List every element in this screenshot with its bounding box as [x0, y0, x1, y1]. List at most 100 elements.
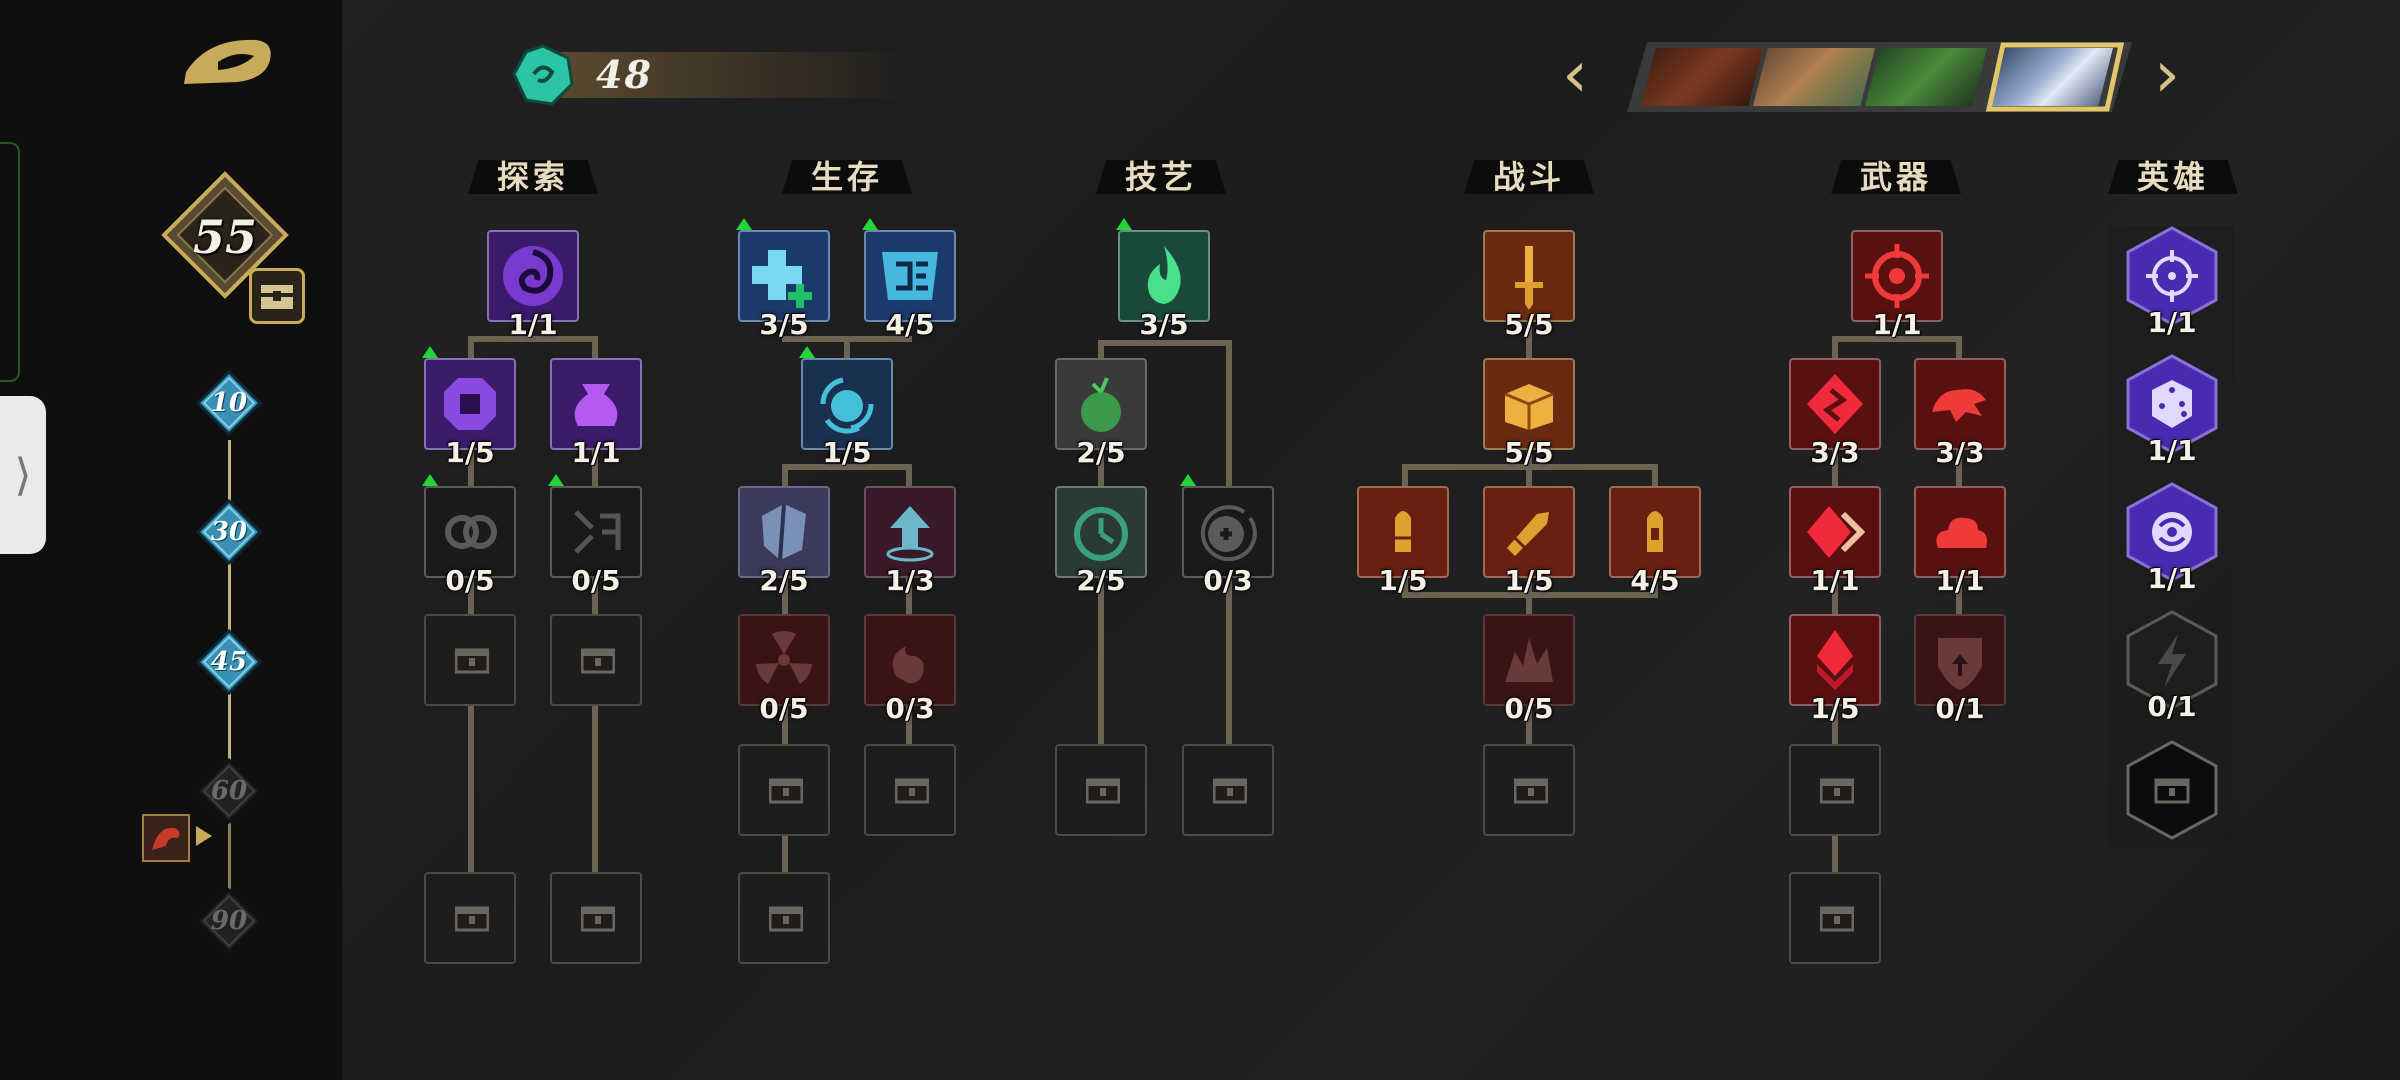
milestone-60[interactable]: 60 — [195, 757, 263, 825]
milestone-10[interactable]: 10 — [195, 369, 263, 437]
talent-explore-locked-4[interactable] — [550, 872, 642, 964]
talent-survive-f[interactable] — [738, 614, 830, 706]
talent-explore-c[interactable] — [422, 474, 516, 578]
talent-weapon-a-count: 3/3 — [1810, 436, 1860, 469]
talent-hero-b-count: 1/1 — [2147, 434, 2197, 467]
next-hero-button[interactable]: › — [2147, 42, 2187, 112]
talent-explore-root[interactable] — [487, 230, 579, 322]
category-craft-header: 技艺 — [1096, 150, 1226, 196]
talent-weapon-e[interactable] — [1789, 614, 1881, 706]
armor-plate-icon — [882, 252, 938, 300]
upgrade-available-icon — [1180, 474, 1196, 486]
locked-chest-icon — [1213, 778, 1247, 804]
talent-hero-d[interactable] — [2126, 610, 2218, 710]
talent-survive-e[interactable] — [864, 486, 956, 578]
talent-craft-b[interactable] — [1055, 486, 1147, 578]
talent-combat-locked-1[interactable] — [1483, 744, 1575, 836]
talent-survive-d-count: 2/5 — [759, 564, 809, 597]
talent-combat-d[interactable] — [1609, 486, 1701, 578]
talent-weapon-d[interactable] — [1914, 486, 2006, 578]
talent-craft-c-count: 0/3 — [1203, 564, 1253, 597]
talent-weapon-c[interactable] — [1789, 486, 1881, 578]
milestone-reward-dragon-icon[interactable] — [142, 814, 190, 862]
locked-chest-icon — [455, 648, 489, 674]
discount-icon — [574, 510, 621, 554]
milestone-label: 10 — [210, 388, 248, 418]
category-title: 生存 — [810, 158, 883, 196]
talent-weapon-b[interactable] — [1914, 358, 2006, 450]
talent-survive-a-count: 3/5 — [759, 308, 809, 341]
talent-explore-a[interactable] — [422, 346, 516, 450]
talent-hero-c[interactable] — [2126, 482, 2218, 582]
talent-survive-c[interactable] — [799, 346, 893, 450]
milestone-label: 45 — [210, 647, 248, 677]
talent-hero-b[interactable] — [2126, 354, 2218, 454]
talent-combat-b[interactable] — [1357, 486, 1449, 578]
milestone-45[interactable]: 45 — [195, 628, 263, 696]
locked-chest-icon — [1086, 778, 1120, 804]
talent-combat-d-count: 4/5 — [1630, 564, 1680, 597]
milestone-30[interactable]: 30 — [195, 498, 263, 566]
talent-explore-d[interactable] — [548, 474, 642, 578]
milestone-90[interactable]: 90 — [195, 887, 263, 955]
talent-weapon-f[interactable] — [1914, 614, 2006, 706]
upgrade-available-icon — [422, 474, 438, 486]
talent-weapon-root[interactable] — [1851, 230, 1943, 322]
cat-hero-portrait[interactable] — [1753, 48, 1875, 106]
talent-hero-d-count: 0/1 — [2147, 690, 2197, 723]
regen-cycle-icon — [820, 377, 874, 434]
explosion-icon — [1505, 638, 1553, 682]
flame-swirl-icon — [892, 646, 924, 684]
back-button[interactable] — [178, 32, 278, 92]
talent-combat-a[interactable] — [1483, 358, 1575, 450]
talent-weapon-locked-2[interactable] — [1789, 872, 1881, 964]
talent-weapon-locked-1[interactable] — [1789, 744, 1881, 836]
talent-survive-locked-3[interactable] — [738, 872, 830, 964]
talent-combat-c[interactable] — [1483, 486, 1575, 578]
category-title: 武器 — [1859, 158, 1932, 196]
currency-amount: 48 — [596, 52, 653, 97]
bear-hero-portrait[interactable] — [1641, 48, 1763, 106]
level-reward-chest-button[interactable] — [249, 268, 305, 324]
sword-icon — [1515, 246, 1543, 310]
crosshair-target-icon — [1865, 244, 1929, 308]
talent-survive-g-count: 0/3 — [885, 692, 935, 725]
talent-craft-root[interactable] — [1116, 218, 1210, 322]
dice-icon — [2152, 380, 2192, 428]
hero-selector: ‹ › — [1555, 42, 2180, 112]
talent-survive-d[interactable] — [738, 486, 830, 578]
locked-chest-icon — [1820, 778, 1854, 804]
tiger-hero-portrait[interactable] — [1991, 48, 2113, 106]
category-hero-header: 英雄 — [2108, 150, 2238, 196]
talent-survive-b[interactable] — [862, 218, 956, 322]
talent-combat-e[interactable] — [1483, 614, 1575, 706]
talent-explore-locked-3[interactable] — [424, 872, 516, 964]
talent-survive-a[interactable] — [736, 218, 830, 322]
chevron-right-icon: › — [2154, 38, 2180, 112]
talent-explore-b[interactable] — [550, 358, 642, 450]
talent-craft-locked-1[interactable] — [1055, 744, 1147, 836]
talent-weapon-b-count: 3/3 — [1935, 436, 1985, 469]
talent-combat-root[interactable] — [1483, 230, 1575, 322]
bullet-upgrade-icon — [1647, 511, 1663, 552]
talent-survive-locked-1[interactable] — [738, 744, 830, 836]
coins-icon — [445, 515, 497, 549]
talent-hero-locked[interactable] — [2126, 740, 2218, 840]
drawer-expand-tab[interactable]: ⟩ — [0, 396, 46, 554]
talent-weapon-a[interactable] — [1789, 358, 1881, 450]
talent-craft-a[interactable] — [1055, 358, 1147, 450]
prev-hero-button[interactable]: ‹ — [1555, 42, 1595, 112]
player-level: 55 — [192, 210, 257, 264]
talent-explore-locked-1[interactable] — [424, 614, 516, 706]
talent-explore-locked-2[interactable] — [550, 614, 642, 706]
revive-plus-icon — [1200, 505, 1257, 562]
locked-chest-icon — [581, 906, 615, 932]
beast-claw-icon — [1932, 389, 1986, 422]
frog-hero-portrait[interactable] — [1865, 48, 1987, 106]
talent-craft-c[interactable] — [1180, 474, 1274, 578]
talent-craft-locked-2[interactable] — [1182, 744, 1274, 836]
talent-survive-g[interactable] — [864, 614, 956, 706]
upgrade-available-icon — [799, 346, 815, 358]
talent-hero-a[interactable] — [2126, 226, 2218, 326]
talent-survive-locked-2[interactable] — [864, 744, 956, 836]
